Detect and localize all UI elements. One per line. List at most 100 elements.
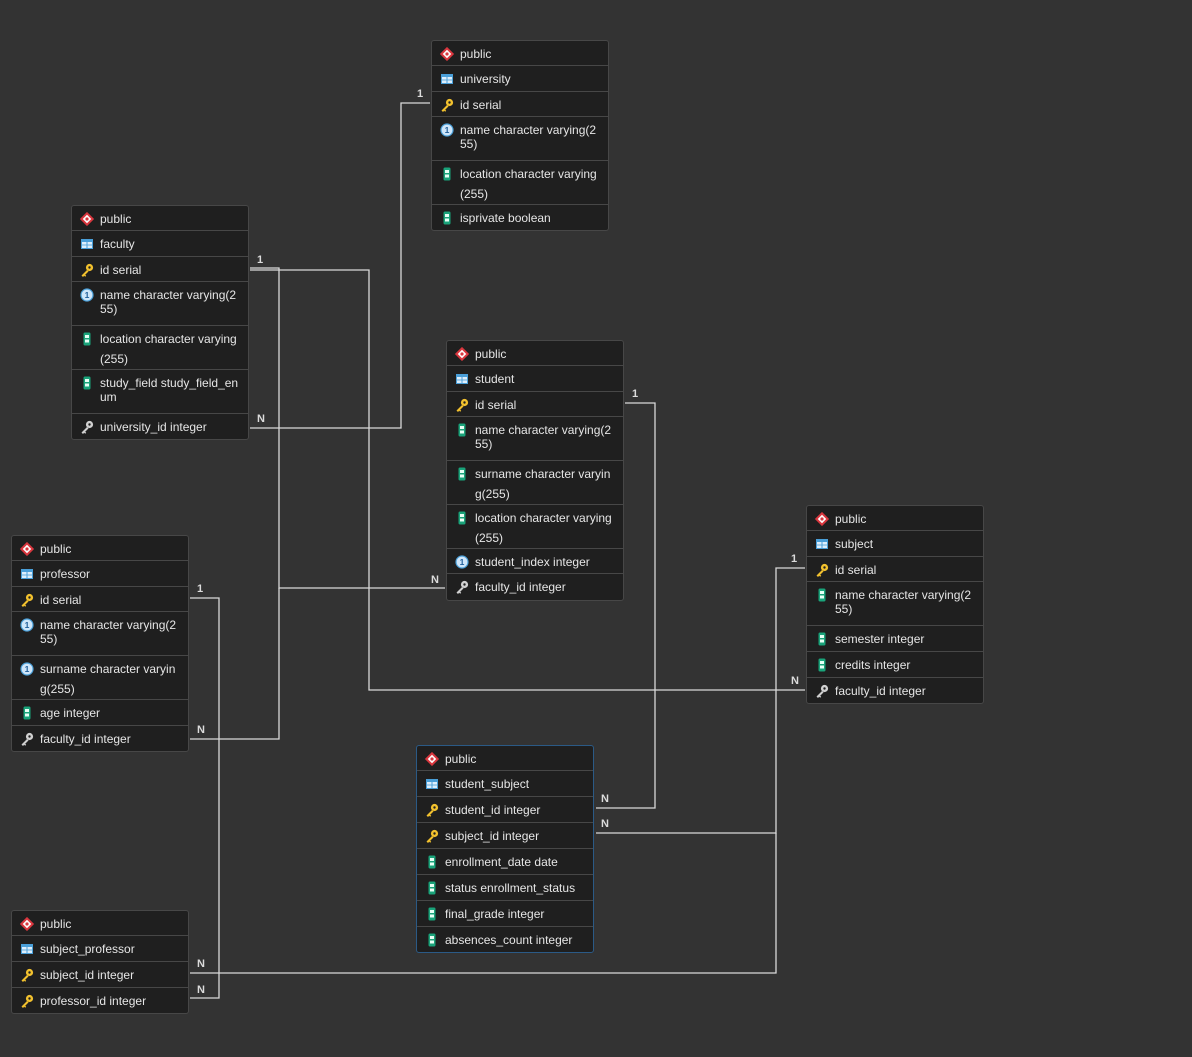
column-row[interactable]: faculty_id integer xyxy=(807,678,983,703)
table-name-row[interactable]: student xyxy=(447,366,623,392)
column-icon xyxy=(23,706,31,720)
column-label: absences_count integer xyxy=(445,933,573,947)
table-name: faculty xyxy=(100,237,135,251)
table-name-row[interactable]: university xyxy=(432,66,608,92)
table-name-row[interactable]: subject_professor xyxy=(12,936,188,962)
link-studentsubject-subject xyxy=(596,567,805,834)
column-row[interactable]: id serial xyxy=(447,392,623,417)
table-subject-professor[interactable]: public subject_professor subject_id inte… xyxy=(11,910,189,1014)
cardinality-one-label: 1 xyxy=(417,88,424,100)
column-label: university_id integer xyxy=(100,420,207,434)
table-icon xyxy=(816,539,828,549)
schema-name: public xyxy=(460,47,492,61)
cardinality-one-label: 1 xyxy=(791,553,798,565)
schema-icon xyxy=(425,752,439,766)
schema-row: public xyxy=(12,536,188,561)
column-row[interactable]: study_field study_field_enum xyxy=(72,370,248,414)
schema-icon xyxy=(815,512,829,526)
column-label: semester integer xyxy=(835,632,925,646)
column-icon xyxy=(458,511,466,525)
cardinality-many-label: N xyxy=(197,984,205,996)
table-professor[interactable]: public professor id serial name characte… xyxy=(11,535,189,752)
column-row[interactable]: id serial xyxy=(12,587,188,612)
column-row[interactable]: student_index integer xyxy=(447,549,623,574)
schema-row: public xyxy=(12,911,188,936)
table-name-row[interactable]: professor xyxy=(12,561,188,587)
column-row[interactable]: semester integer xyxy=(807,626,983,652)
column-label: student_id integer xyxy=(445,803,541,817)
column-row[interactable]: location character varying(255) xyxy=(447,505,623,549)
column-icon xyxy=(458,467,466,481)
column-label: student_index integer xyxy=(475,555,590,569)
column-row[interactable]: faculty_id integer xyxy=(12,726,188,751)
column-label: id serial xyxy=(40,593,82,607)
schema-name: public xyxy=(445,752,477,766)
column-row[interactable]: professor_id integer xyxy=(12,988,188,1013)
column-label: faculty_id integer xyxy=(40,732,131,746)
column-row[interactable]: age integer xyxy=(12,700,188,726)
column-label: id serial xyxy=(475,398,517,412)
column-row[interactable]: id serial xyxy=(807,557,983,582)
primary-key-icon xyxy=(426,829,439,843)
table-student-subject[interactable]: public student_subject student_id intege… xyxy=(416,745,594,953)
column-label: surname character varying(255) xyxy=(40,662,176,696)
table-name: student_subject xyxy=(445,777,530,791)
column-row[interactable]: id serial xyxy=(72,257,248,282)
table-subject[interactable]: public subject id serial name character … xyxy=(806,505,984,704)
column-icon xyxy=(428,881,436,895)
unique-column-icon xyxy=(440,123,454,137)
cardinality-one-label: 1 xyxy=(257,254,264,266)
schema-row: public xyxy=(432,41,608,66)
column-icon xyxy=(443,167,451,181)
column-row[interactable]: name character varying(255) xyxy=(432,117,608,161)
column-row[interactable]: subject_id integer xyxy=(417,823,593,849)
table-icon xyxy=(21,944,33,954)
column-row[interactable]: name character varying(255) xyxy=(447,417,623,461)
column-row[interactable]: subject_id integer xyxy=(12,962,188,988)
column-label: subject_id integer xyxy=(445,829,540,843)
schema-name: public xyxy=(835,512,867,526)
column-row[interactable]: location character varying(255) xyxy=(432,161,608,205)
cardinality-many-label: N xyxy=(197,958,205,970)
link-studentsubject-student xyxy=(596,402,656,809)
cardinality-many-label: N xyxy=(601,818,609,830)
schema-row: public xyxy=(447,341,623,366)
table-faculty[interactable]: public faculty id serial name character … xyxy=(71,205,249,440)
column-row[interactable]: name character varying(255) xyxy=(72,282,248,326)
cardinality-one-label: 1 xyxy=(197,583,204,595)
table-name-row[interactable]: subject xyxy=(807,531,983,557)
table-icon xyxy=(21,569,33,579)
column-row[interactable]: credits integer xyxy=(807,652,983,678)
table-name-row[interactable]: faculty xyxy=(72,231,248,257)
column-row[interactable]: faculty_id integer xyxy=(447,574,623,600)
column-row[interactable]: name character varying(255) xyxy=(807,582,983,626)
link-student-faculty xyxy=(250,267,445,589)
table-student[interactable]: public student id serial name character … xyxy=(446,340,624,601)
table-name: university xyxy=(460,72,511,86)
column-row[interactable]: final_grade integer xyxy=(417,901,593,927)
table-name-row[interactable]: student_subject xyxy=(417,771,593,797)
column-label: id serial xyxy=(460,98,502,112)
column-row[interactable]: absences_count integer xyxy=(417,927,593,952)
table-university[interactable]: public university id serial name charact… xyxy=(431,40,609,231)
column-row[interactable]: student_id integer xyxy=(417,797,593,823)
column-row[interactable]: name character varying(255) xyxy=(12,612,188,656)
primary-key-icon xyxy=(21,593,34,607)
column-label: location character varying(255) xyxy=(475,511,612,545)
column-icon xyxy=(83,332,91,346)
column-row[interactable]: status enrollment_status xyxy=(417,875,593,901)
column-row[interactable]: surname character varying(255) xyxy=(12,656,188,700)
column-label: study_field study_field_enum xyxy=(100,376,239,404)
column-row[interactable]: location character varying(255) xyxy=(72,326,248,370)
column-row[interactable]: enrollment_date date xyxy=(417,849,593,875)
cardinality-many-label: N xyxy=(601,793,609,805)
unique-column-icon xyxy=(80,288,94,302)
column-row[interactable]: isprivate boolean xyxy=(432,205,608,230)
table-name: professor xyxy=(40,567,91,581)
schema-row: public xyxy=(807,506,983,531)
column-label: id serial xyxy=(835,563,877,577)
column-row[interactable]: university_id integer xyxy=(72,414,248,439)
column-row[interactable]: surname character varying(255) xyxy=(447,461,623,505)
column-row[interactable]: id serial xyxy=(432,92,608,117)
column-icon xyxy=(818,588,826,602)
